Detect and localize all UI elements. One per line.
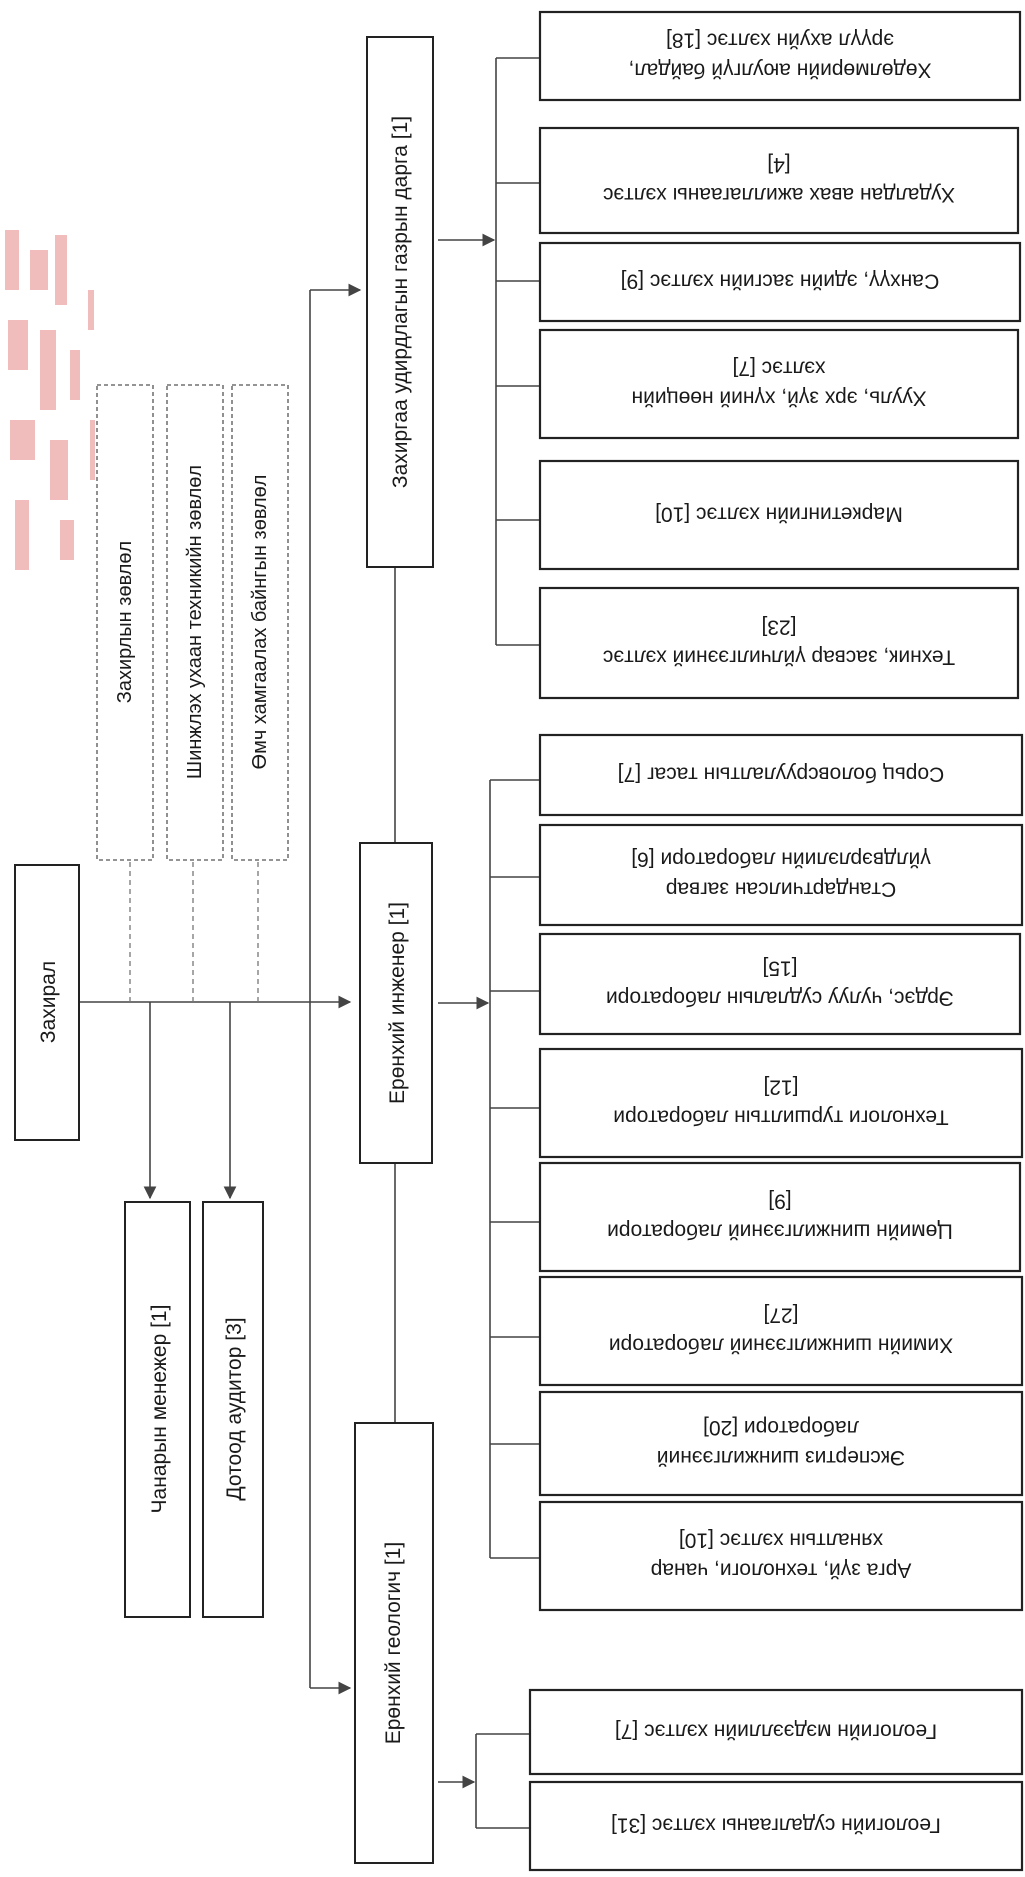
unit-box: Эрдэс, чулуу судлалын лаборатори [15]: [538, 932, 1022, 1036]
director-label: Захирал: [37, 961, 60, 1043]
director-box: Захирал: [14, 864, 80, 1141]
head-box-chief-engineer: Ерөнхий инженер [1]: [359, 842, 433, 1164]
unit-box: Маркетингийн хэлтэс [10]: [538, 459, 1020, 571]
council-box-science: Шинжлэх ухаан техникийн зөвлөл: [166, 384, 224, 861]
unit-label: Стандартчилсан загвар: [666, 878, 896, 901]
unit-label: Хууль, эрх зүй, хүний нөөцийн: [632, 387, 927, 410]
unit-label: Санхүү, эдийн засгийн хэлтэс [9]: [621, 270, 940, 293]
unit-box: Химийн шинжилгээний лаборатори [27]: [538, 1275, 1024, 1387]
unit-label: Хөдөлмөрийн аюулгүй байдал,: [629, 59, 932, 82]
council-label-director: Захирлын зөвлөл: [114, 541, 136, 703]
head-label-chief-engineer: Ерөнхий инженер [1]: [386, 902, 409, 1104]
unit-box: Геологийн судалгааны хэлтэс [31]: [528, 1780, 1024, 1872]
council-box-property: Өмч хамгаалах байнгын зөвлөл: [231, 384, 289, 861]
council-label-science: Шинжлэх ухаан техникийн зөвлөл: [184, 465, 206, 779]
unit-label: эрүүл ахуйн хэлтэс [18]: [666, 29, 894, 52]
unit-box: Геологийн мэдээллийн хэлтэс [7]: [528, 1688, 1024, 1776]
unit-box: Цөмийн шинжилгээний лаборатори [9]: [538, 1161, 1022, 1273]
unit-label: Технологи туршилтын лаборатори: [613, 1106, 948, 1129]
unit-box: Худалдан авах ажиллагааны хэлтэс [4]: [538, 126, 1020, 235]
unit-boxes: Хөдөлмөрийн аюулгүй байдал, эрүүл ахуйн х…: [528, 10, 1024, 1872]
unit-box: Арга зүй, технологи, чанар хяналтын хэлтэ…: [538, 1500, 1024, 1612]
unit-label: Экспертиз шинжилгээний: [657, 1446, 905, 1469]
unit-box: Хөдөлмөрийн аюулгүй байдал, эрүүл ахуйн х…: [538, 10, 1022, 102]
head-label-administration: Захиргаа удирдлагын газрын дарга [1]: [389, 116, 412, 488]
unit-label: Арга зүй, технологи, чанар: [651, 1559, 912, 1582]
unit-box: Экспертиз шинжилгээний лаборатори [20]: [538, 1390, 1024, 1497]
unit-label: Техник, засвар үйлчилгээний хэлтэс: [603, 646, 955, 669]
unit-box: Технологи туршилтын лаборатори [12]: [538, 1047, 1024, 1159]
unit-label: [23]: [761, 616, 796, 639]
unit-label: лаборатори [20]: [703, 1416, 859, 1439]
unit-label: Худалдан авах ажиллагааны хэлтэс: [603, 183, 955, 206]
unit-label: Маркетингийн хэлтэс [10]: [655, 503, 903, 526]
unit-label: [9]: [768, 1190, 791, 1213]
unit-label: [4]: [767, 153, 790, 176]
unit-box: Стандартчилсан загвар үйлдвэрлэлийн лабор…: [538, 823, 1024, 927]
unit-label: Химийн шинжилгээний лаборатори: [609, 1334, 953, 1357]
unit-box: Техник, засвар үйлчилгээний хэлтэс [23]: [538, 586, 1020, 700]
connectors: [80, 57, 540, 1829]
unit-label: хэлтэс [7]: [732, 357, 825, 380]
unit-box: Сорьц боловсруулалтын тасаг [7]: [538, 733, 1024, 817]
council-box-director: Захирлын зөвлөл: [96, 384, 154, 861]
quality-manager-box: Чанарын менежер [1]: [124, 1201, 191, 1618]
head-box-administration: Захиргаа удирдлагын газрын дарга [1]: [366, 36, 434, 568]
unit-box: Санхүү, эдийн засгийн хэлтэс [9]: [538, 241, 1022, 323]
head-box-chief-geologist: Ерөнхий геологич [1]: [354, 1422, 434, 1864]
unit-label: Геологийн мэдээллийн хэлтэс [7]: [615, 1720, 937, 1743]
quality-manager-label: Чанарын менежер [1]: [148, 1305, 171, 1514]
council-label-property: Өмч хамгаалах байнгын зөвлөл: [249, 475, 271, 770]
internal-auditor-box: Дотоод аудитор [3]: [202, 1201, 264, 1618]
unit-label: үйлдвэрлэлийн лаборатори [6]: [631, 848, 930, 871]
stamp-mark: [5, 230, 95, 570]
unit-label: хяналтын хэлтэс [10]: [679, 1529, 883, 1552]
unit-label: [15]: [762, 957, 797, 980]
unit-label: [12]: [763, 1076, 798, 1099]
unit-label: Цөмийн шинжилгээний лаборатори: [607, 1220, 953, 1243]
head-label-chief-geologist: Ерөнхий геологич [1]: [382, 1542, 405, 1745]
unit-box: Хууль, эрх зүй, хүний нөөцийн хэлтэс [7]: [538, 328, 1020, 440]
unit-label: Сорьц боловсруулалтын тасаг [7]: [618, 763, 945, 786]
unit-label: Геологийн судалгааны хэлтэс [31]: [611, 1814, 941, 1837]
unit-label: Эрдэс, чулуу судлалын лаборатори: [606, 987, 954, 1010]
internal-auditor-label: Дотоод аудитор [3]: [223, 1317, 246, 1500]
unit-label: [27]: [763, 1304, 798, 1327]
